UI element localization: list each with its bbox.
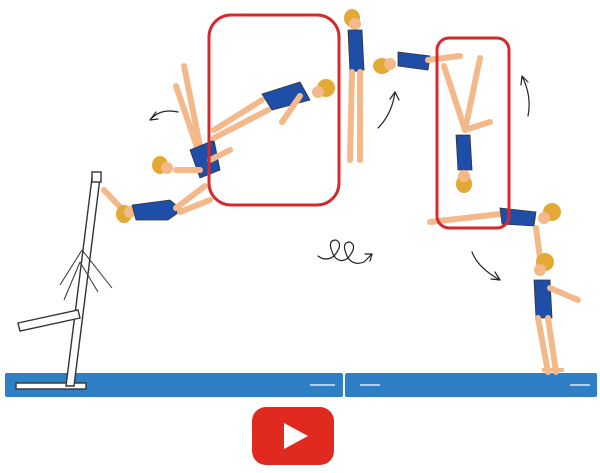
bar-base bbox=[16, 383, 86, 389]
gymnast-figure-2 bbox=[152, 66, 230, 178]
landing-mat bbox=[5, 373, 597, 397]
landing-mat-right bbox=[345, 373, 597, 397]
gymnast-figure-6 bbox=[444, 58, 490, 193]
video-play-button[interactable] bbox=[252, 407, 334, 465]
gymnast-figure-7 bbox=[430, 203, 561, 258]
highlight-box-layout bbox=[209, 15, 339, 205]
gymnast-figure-1 bbox=[104, 186, 210, 223]
bar-top bbox=[92, 172, 101, 182]
gymnast-figure-8 bbox=[534, 253, 578, 372]
bar-apparatus bbox=[16, 172, 112, 389]
gymnast-figure-4 bbox=[344, 9, 364, 160]
twist-loop-icon bbox=[318, 240, 372, 263]
highlight-box-twist bbox=[437, 38, 509, 228]
motion-arrow-1 bbox=[150, 111, 178, 120]
bar-support-leg bbox=[18, 310, 80, 331]
motion-arrow-4 bbox=[472, 252, 500, 280]
gymnast-figure-3 bbox=[214, 79, 335, 138]
motion-arrow-2 bbox=[378, 92, 395, 128]
